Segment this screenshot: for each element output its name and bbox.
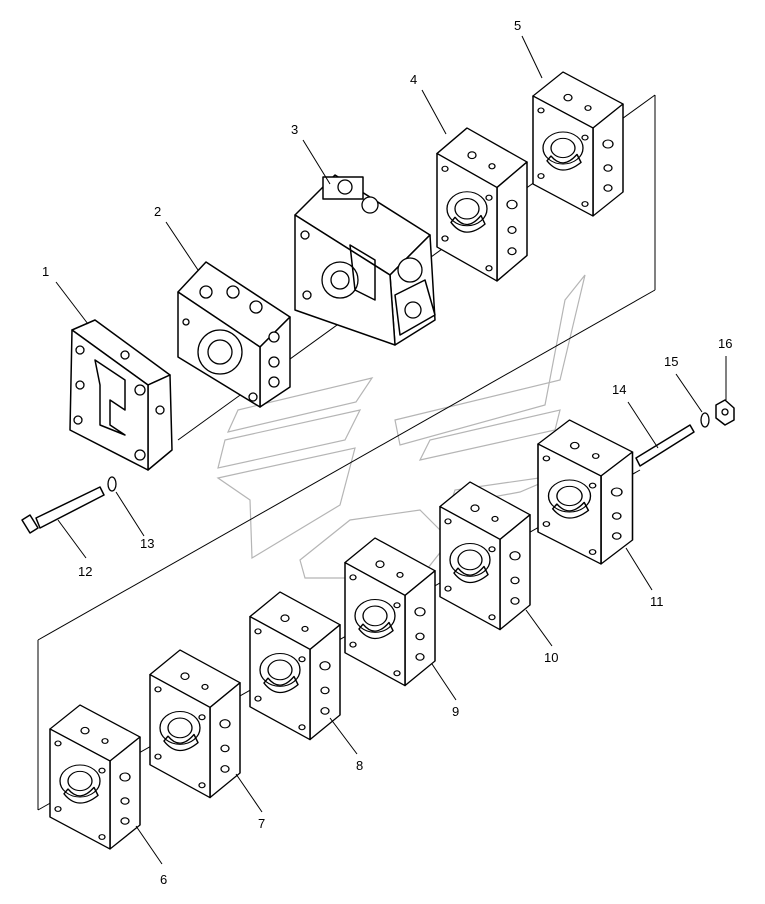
part-4-section bbox=[436, 127, 528, 282]
callout-1: 1 bbox=[42, 264, 49, 279]
callout-labels: 1 2 3 4 5 6 7 8 9 10 11 12 13 14 15 16 bbox=[42, 18, 732, 887]
part-12-tie-bolt bbox=[21, 486, 105, 534]
part-8-section bbox=[249, 591, 341, 741]
callout-15: 15 bbox=[664, 354, 678, 369]
callout-13: 13 bbox=[140, 536, 154, 551]
callout-6: 6 bbox=[160, 872, 167, 887]
callout-12: 12 bbox=[78, 564, 92, 579]
callout-16: 16 bbox=[718, 336, 732, 351]
callout-4: 4 bbox=[410, 72, 417, 87]
callout-5: 5 bbox=[514, 18, 521, 33]
callout-7: 7 bbox=[258, 816, 265, 831]
callout-9: 9 bbox=[452, 704, 459, 719]
leader-lines bbox=[55, 35, 727, 865]
callout-11: 11 bbox=[650, 594, 664, 609]
part-5-section bbox=[532, 71, 624, 217]
callout-8: 8 bbox=[356, 758, 363, 773]
part-10-section bbox=[439, 481, 531, 631]
part-16-nut bbox=[715, 399, 735, 426]
callout-3: 3 bbox=[291, 122, 298, 137]
part-9-section bbox=[344, 537, 436, 687]
part-13-washer bbox=[107, 476, 117, 492]
part-3-main-section bbox=[294, 174, 436, 346]
part-15-washer bbox=[700, 412, 710, 428]
part-6-section bbox=[49, 704, 141, 850]
callout-2: 2 bbox=[154, 204, 161, 219]
callout-10: 10 bbox=[544, 650, 558, 665]
part-11-section bbox=[537, 419, 634, 565]
part-7-section bbox=[149, 649, 241, 799]
callout-14: 14 bbox=[612, 382, 626, 397]
part-2-inlet-section bbox=[177, 261, 291, 408]
part-1-end-cover bbox=[69, 319, 173, 471]
part-14-stud bbox=[635, 424, 695, 467]
